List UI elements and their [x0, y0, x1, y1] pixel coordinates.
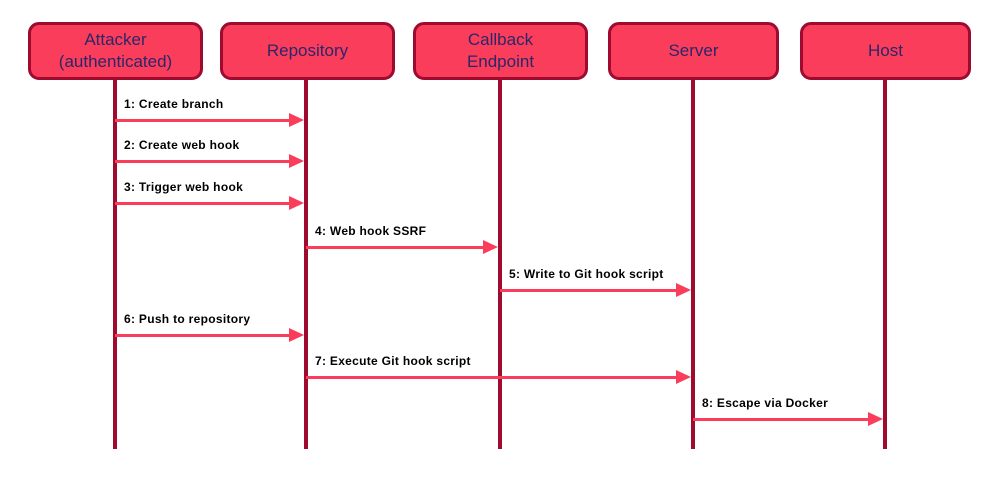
message-7-arrowhead — [676, 370, 691, 384]
actor-label: Repository — [266, 41, 349, 60]
message-6-label: 6: Push to repository — [124, 312, 251, 326]
lifeline-server — [691, 80, 695, 449]
lifeline-attacker — [113, 80, 117, 449]
actor-box-host: Host — [800, 22, 971, 80]
message-4-arrowhead — [483, 240, 498, 254]
message-8-arrowhead — [868, 412, 883, 426]
actor-box-attacker: Attacker (authenticated) — [28, 22, 203, 80]
actor-box-server: Server — [608, 22, 779, 80]
lifeline-callback — [498, 80, 502, 449]
message-1-line — [115, 119, 292, 122]
message-1-arrowhead — [289, 113, 304, 127]
actor-label: Attacker — [84, 30, 147, 49]
actor-label: (authenticated) — [58, 52, 173, 71]
message-7-label: 7: Execute Git hook script — [315, 354, 471, 368]
message-8-label: 8: Escape via Docker — [702, 396, 829, 410]
message-4-label: 4: Web hook SSRF — [315, 224, 427, 238]
message-6-arrowhead — [289, 328, 304, 342]
actor-label: Callback — [467, 30, 534, 49]
lifeline-repository — [304, 80, 308, 449]
message-3-arrowhead — [289, 196, 304, 210]
message-2-label: 2: Create web hook — [124, 138, 240, 152]
message-3-label: 3: Trigger web hook — [124, 180, 244, 194]
message-5-line — [500, 289, 679, 292]
message-2-arrowhead — [289, 154, 304, 168]
message-5-arrowhead — [676, 283, 691, 297]
message-5-label: 5: Write to Git hook script — [509, 267, 664, 281]
lifeline-host — [883, 80, 887, 449]
actor-box-repository: Repository — [220, 22, 395, 80]
message-7-line — [306, 376, 679, 379]
message-6-line — [115, 334, 292, 337]
actor-label: Endpoint — [466, 52, 535, 71]
message-3-line — [115, 202, 292, 205]
message-4-line — [306, 246, 486, 249]
actor-label: Server — [668, 41, 719, 60]
message-8-line — [693, 418, 871, 421]
message-2-line — [115, 160, 292, 163]
message-1-label: 1: Create branch — [124, 97, 224, 111]
actor-label: Host — [868, 41, 903, 60]
